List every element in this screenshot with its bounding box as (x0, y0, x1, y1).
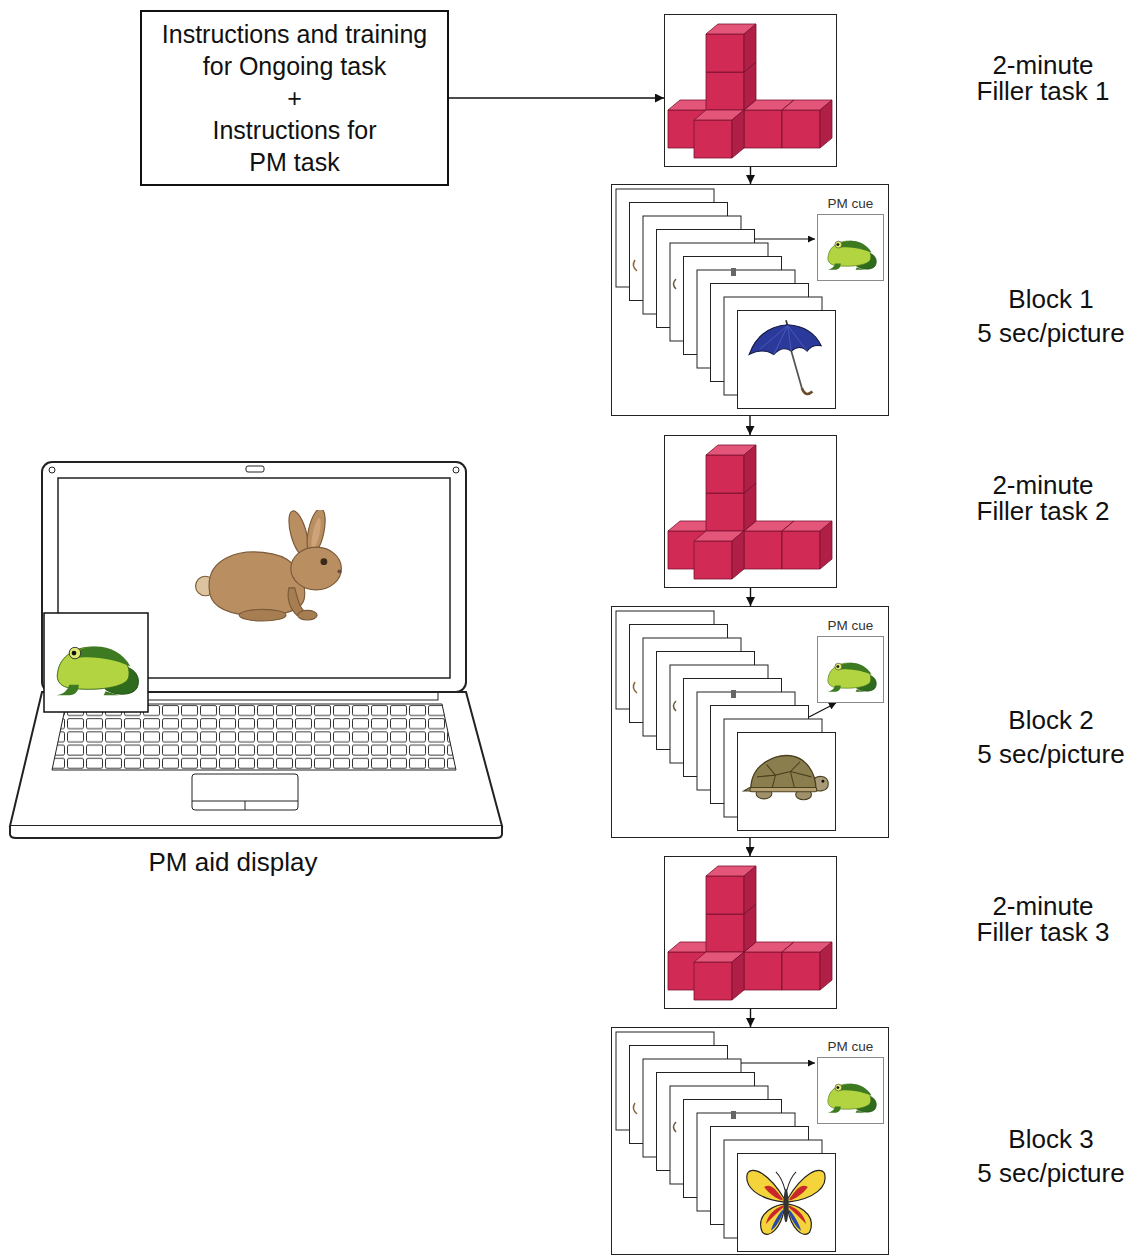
card-stack (616, 611, 836, 831)
laptop-illustration (10, 462, 502, 838)
card-stack (616, 1032, 836, 1252)
label-group: Block 15 sec/picture (977, 282, 1124, 350)
filler-task-figures (668, 24, 832, 1000)
cube-figure (668, 24, 832, 158)
filler-task-label: Filler task 1 (977, 78, 1110, 104)
cube-figure (668, 866, 832, 1000)
block-label: 5 sec/picture (977, 316, 1124, 350)
laptop-screw (453, 467, 459, 473)
butterfly-picture (747, 1170, 825, 1234)
frog-picture (826, 241, 876, 270)
frog-picture (826, 1084, 876, 1113)
umbrella-picture (749, 320, 821, 394)
label-group: 2-minuteFiller task 1 (977, 52, 1110, 104)
instruction-text: Instructions and training for Ongoing ta… (150, 18, 439, 82)
label-group: PM cue (828, 618, 874, 634)
pm-cue-label: PM cue (828, 618, 874, 634)
filler-task-box: 2-minuteFiller task 2 (664, 435, 837, 588)
trial-block-box: PM cueBlock 35 sec/picture (611, 1027, 889, 1255)
picture-stacks (616, 189, 876, 1252)
trial-block-box: PM cueBlock 15 sec/picture (611, 184, 889, 416)
label-group: 2-minuteFiller task 2 (977, 472, 1110, 524)
instruction-text: Instructions for PM task (200, 114, 390, 178)
block-label: 5 sec/picture (977, 737, 1124, 771)
flow-arrow (749, 416, 750, 435)
pm-cue-label: PM cue (828, 196, 874, 212)
label-group: PM cue (828, 1039, 874, 1055)
cube-figure (668, 445, 832, 579)
pm-cue-box: PM cue (817, 636, 884, 703)
label-group: Block 35 sec/picture (977, 1122, 1124, 1190)
filler-task-label: 2-minute (977, 893, 1110, 919)
pm-cue-label: PM cue (828, 1039, 874, 1055)
rabbit-picture (196, 507, 342, 621)
label-group: 2-minuteFiller task 3 (977, 893, 1110, 945)
pm-aid-inset (44, 613, 148, 712)
flow-arrow (750, 1009, 751, 1027)
flow-arrow (749, 838, 750, 856)
cue-pointer (741, 1062, 815, 1063)
filler-task-label: 2-minute (977, 52, 1110, 78)
label-group: PM cue (828, 196, 874, 212)
cue-pointer (809, 703, 836, 717)
frog-picture (826, 663, 876, 692)
filler-task-label: Filler task 2 (977, 498, 1110, 524)
laptop-screw (49, 467, 55, 473)
filler-task-label: 2-minute (977, 472, 1110, 498)
cue-pointer (755, 238, 815, 239)
instruction-box: Instructions and training for Ongoing ta… (140, 10, 449, 186)
touchpad-button-line (245, 801, 246, 810)
flow-arrow (449, 97, 664, 98)
turtle-picture (744, 756, 828, 800)
pm-cue-box: PM cue (817, 1057, 884, 1124)
frog-picture (54, 647, 139, 696)
label-group: Block 25 sec/picture (977, 703, 1124, 771)
instruction-text: + (150, 82, 439, 114)
filler-task-box: 2-minuteFiller task 3 (664, 856, 837, 1009)
block-label: Block 2 (977, 703, 1124, 737)
laptop-keyboard (52, 704, 456, 770)
block-label: Block 1 (977, 282, 1124, 316)
filler-task-label: Filler task 3 (977, 919, 1110, 945)
flow-arrow (750, 588, 751, 606)
pm-cue-box: PM cue (817, 214, 884, 281)
laptop-base-edge (10, 826, 502, 838)
laptop-camera (246, 466, 264, 472)
block-label: Block 3 (977, 1122, 1124, 1156)
filler-task-box: 2-minuteFiller task 1 (664, 14, 837, 167)
flow-arrow (750, 167, 751, 184)
trial-block-box: PM cueBlock 25 sec/picture (611, 606, 889, 838)
card-stack (616, 189, 836, 409)
caption-label: PM aid display (148, 848, 317, 876)
laptop-touchpad (192, 774, 298, 810)
block-label: 5 sec/picture (977, 1156, 1124, 1190)
